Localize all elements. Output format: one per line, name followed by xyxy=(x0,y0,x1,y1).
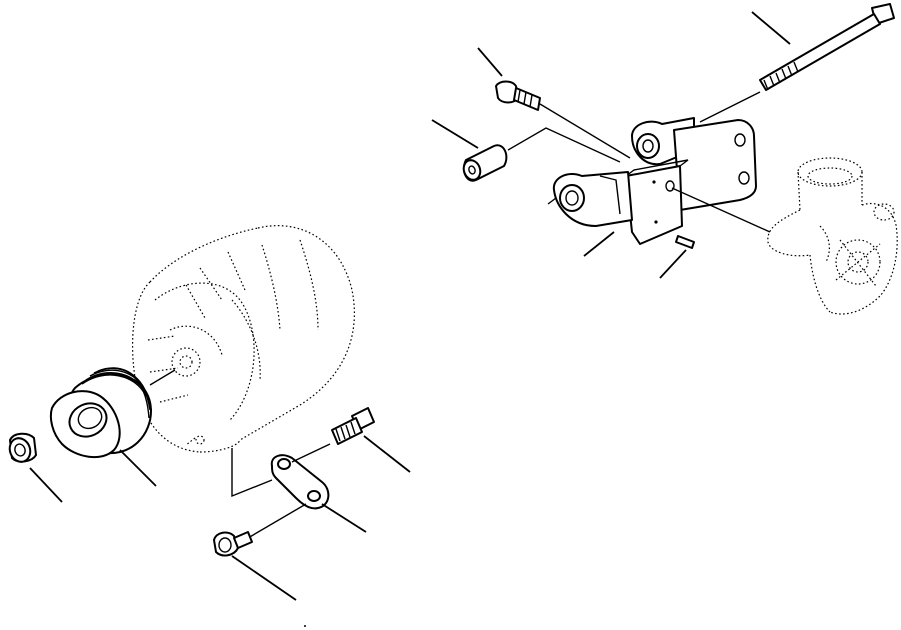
link-bolt-lower xyxy=(213,531,253,557)
stud-pin xyxy=(675,235,695,249)
assembly-line-link xyxy=(231,448,273,498)
stray-mark xyxy=(304,625,306,627)
link-bolt-upper xyxy=(291,407,375,463)
alternator-body xyxy=(131,225,355,453)
assembly-line-pump xyxy=(671,187,771,233)
spacer-bushing xyxy=(462,127,621,182)
bracket-bolt xyxy=(495,80,631,159)
assembly-line-bolt-lower xyxy=(247,503,307,539)
leader-lines-right xyxy=(431,11,791,279)
mounting-link xyxy=(270,454,330,510)
mounting-bracket xyxy=(547,117,757,245)
pulley-nut xyxy=(8,432,37,463)
leader-lines-left xyxy=(29,435,411,601)
pump-housing xyxy=(767,157,898,315)
long-through-bolt xyxy=(699,3,895,123)
pulley xyxy=(49,367,176,459)
